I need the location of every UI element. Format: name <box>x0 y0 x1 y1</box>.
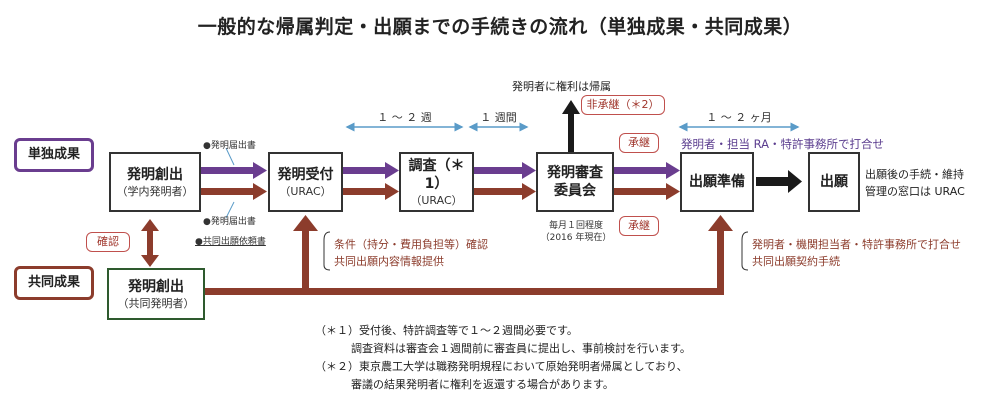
reception-title: 発明受付 <box>278 166 334 184</box>
doc-connectors <box>226 148 234 218</box>
single-result-tag: 単独成果 <box>14 138 94 172</box>
reception-box: 発明受付 （URAC） <box>268 152 343 212</box>
note-2-line1: （＊２）東京農工大学は職務発明規程において原始発明者帰属としており、 <box>315 358 688 375</box>
inventor-rights-label: 発明者に権利は帰属 <box>512 78 611 94</box>
invention-joint-box: 発明創出 （共同発明者） <box>107 268 205 320</box>
duration-1-week: １ 週間 <box>470 109 527 125</box>
note-1-line2: 調査資料は審査会１週間前に審査員に提出し、事前検討を行います。 <box>351 340 691 357</box>
committee-title-2: 委員会 <box>554 182 596 200</box>
note-2-line2: 審議の結果発明者に権利を返還する場合があります。 <box>351 376 614 393</box>
purple-meeting-label: 発明者・担当 RA・特許事務所で打合せ <box>681 136 884 152</box>
conditions-bracket <box>324 232 330 270</box>
filing-box: 出願 <box>808 152 860 212</box>
duration-1-2-weeks: １ ～ ２ 週 <box>347 109 462 125</box>
invention-single-sub: （学内発明者） <box>117 184 194 199</box>
invention-joint-sub: （共同発明者） <box>118 296 195 311</box>
note-1-line1: （＊１）受付後、特許調査等で１～２週間必要です。 <box>315 322 578 339</box>
filing-title: 出願 <box>820 173 848 191</box>
invention-single-title: 発明創出 <box>127 166 183 184</box>
invention-single-box: 発明創出 （学内発明者） <box>109 152 201 212</box>
doc-report-top: ●発明届出書 <box>203 138 256 151</box>
conditions-line1: 条件（持分・費用負担等）確認 <box>334 236 488 252</box>
reception-sub: （URAC） <box>279 184 331 199</box>
survey-title: 調査（＊1） <box>401 157 472 193</box>
filing-prep-title: 出願準備 <box>689 173 745 191</box>
committee-title-1: 発明審査 <box>547 164 603 182</box>
after-filing-line1: 出願後の手続・維持 <box>865 166 964 182</box>
doc-joint-request: ●共同出願依頼書 <box>195 234 266 247</box>
succession-bottom-label: 承継 <box>619 216 659 236</box>
survey-box: 調査（＊1） （URAC） <box>399 152 474 212</box>
committee-schedule-2: （2016 年現在） <box>531 230 621 243</box>
brown-meeting-line2: 共同出願契約手続 <box>752 253 840 269</box>
succession-top-label: 承継 <box>619 133 659 153</box>
duration-1-2-months: １ ～ ２ ヶ月 <box>680 109 798 125</box>
survey-sub: （URAC） <box>410 193 462 208</box>
brown-meeting-line1: 発明者・機関担当者・特許事務所で打合せ <box>752 236 961 252</box>
invention-joint-title: 発明創出 <box>128 278 184 296</box>
committee-box: 発明審査 委員会 <box>536 152 614 212</box>
doc-report-bottom: ●発明届出書 <box>203 214 256 227</box>
confirm-label: 確認 <box>86 232 130 252</box>
filing-prep-box: 出願準備 <box>680 152 754 212</box>
meeting-bracket <box>742 232 748 270</box>
joint-result-tag: 共同成果 <box>14 266 94 300</box>
no-succession-label: 非承継（＊2） <box>581 95 665 115</box>
conditions-line2: 共同出願内容情報提供 <box>334 253 444 269</box>
after-filing-line2: 管理の窓口は URAC <box>865 183 965 199</box>
